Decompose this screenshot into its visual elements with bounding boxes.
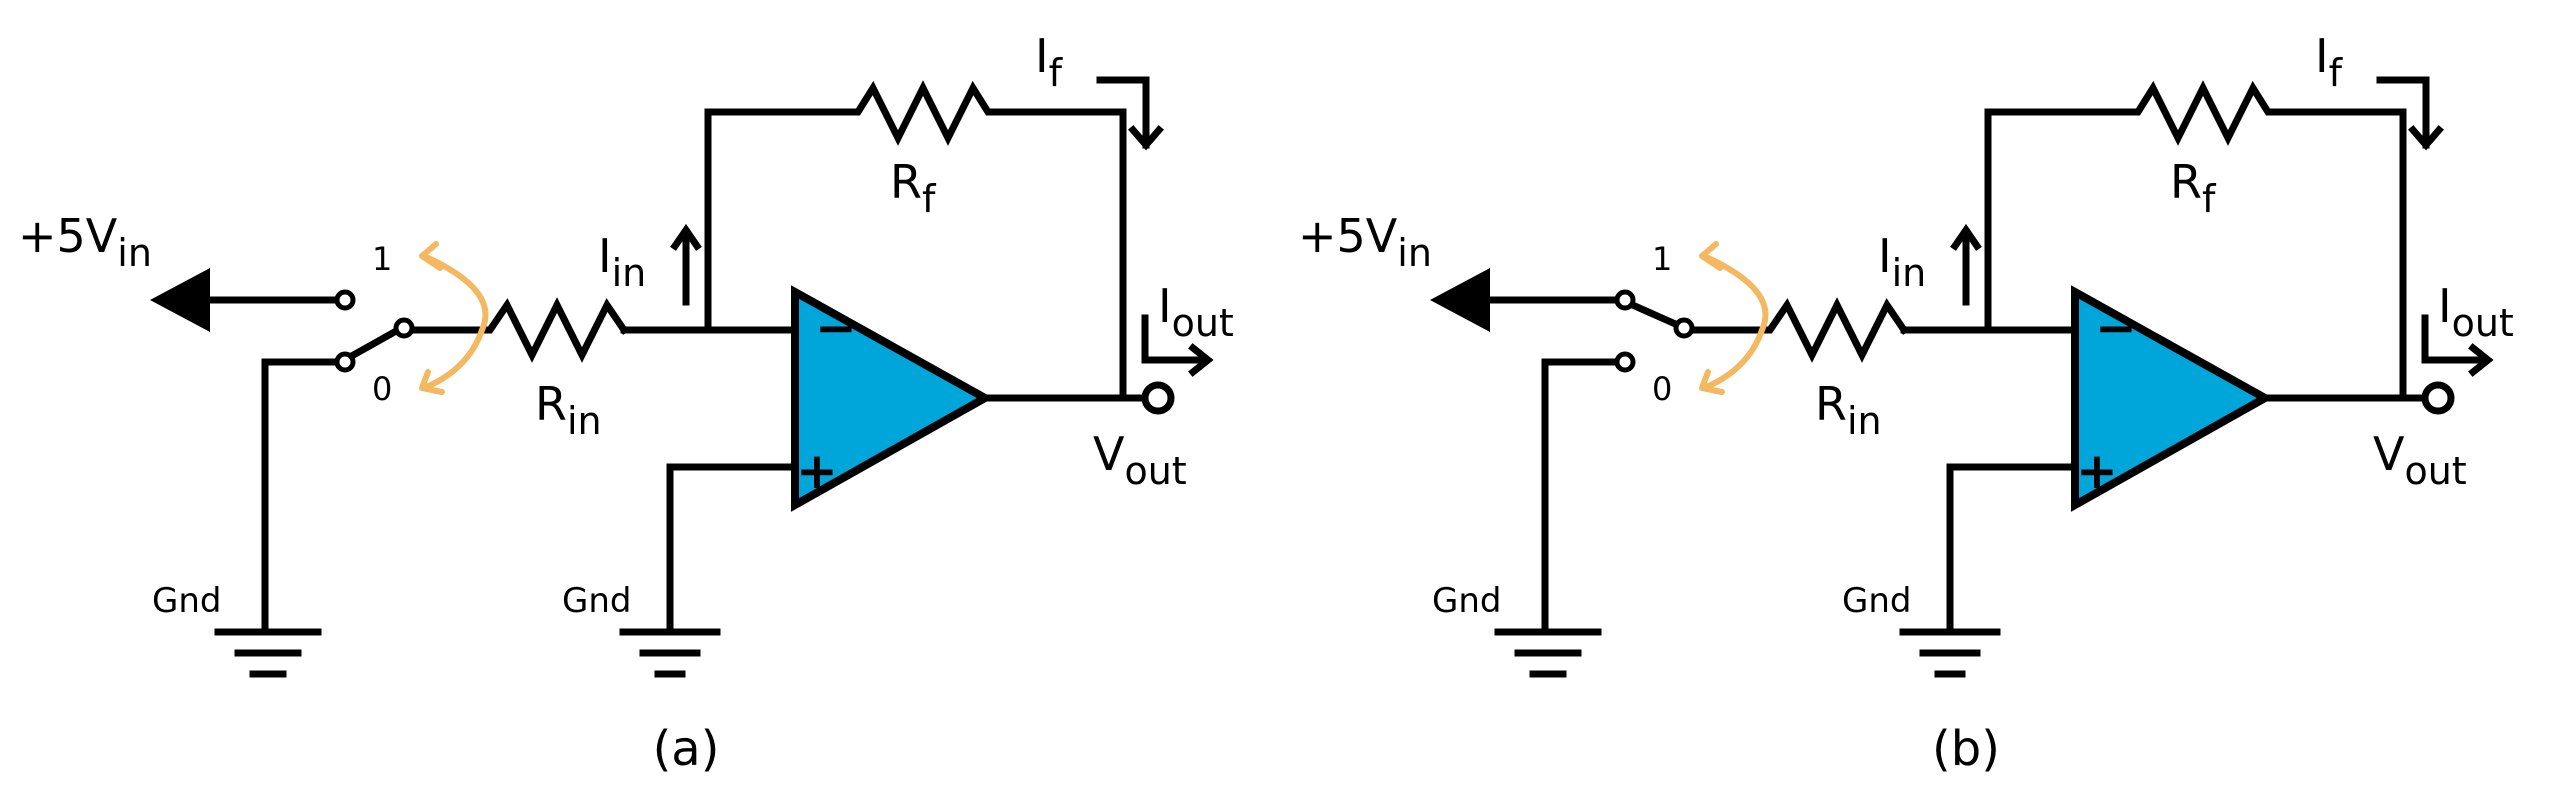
- noninverting-input-sign: +: [2076, 442, 2118, 500]
- iout-arrow-icon: [2468, 343, 2494, 377]
- op-amp: [2071, 285, 2274, 512]
- switch-terminal-0: [334, 351, 356, 373]
- vout-label: Vout: [2373, 427, 2467, 493]
- switch-ground-wire: [261, 358, 349, 636]
- noninverting-ground-label: Gnd: [1842, 581, 1911, 621]
- iin-label: Iin: [598, 229, 646, 295]
- switch-terminal-1: [334, 289, 356, 311]
- switch-position-1-label: 1: [1652, 240, 1672, 278]
- op-amp: [791, 285, 994, 512]
- noninverting-input-sign: +: [796, 442, 838, 500]
- inverting-input-sign: −: [815, 299, 857, 357]
- input-arrow-icon: [150, 268, 210, 332]
- if-label: If: [1035, 29, 1064, 95]
- rf-label: Rf: [2170, 155, 2217, 221]
- switch-ground-label: Gnd: [1432, 581, 1501, 621]
- rf-label: Rf: [890, 155, 937, 221]
- vin-label: +5Vin: [18, 209, 152, 275]
- rin-resistor: [1738, 297, 1909, 363]
- inverting-input-sign: −: [2095, 299, 2137, 357]
- if-arrow-shaft: [1096, 76, 1150, 149]
- rin-label: Rin: [1815, 377, 1882, 443]
- switch-ground-label: Gnd: [152, 581, 221, 621]
- switch-blade: [1623, 298, 1685, 331]
- switch-terminal-1: [1614, 289, 1636, 311]
- switch-blade: [343, 325, 403, 363]
- iout-arrow-icon: [1188, 343, 1214, 377]
- rin-resistor: [458, 297, 629, 363]
- switch-toggle-arrow-icon: [1699, 241, 1769, 395]
- vout-terminal: [2421, 381, 2455, 415]
- noninverting-ground-label: Gnd: [562, 581, 631, 621]
- vout-label: Vout: [1093, 427, 1187, 493]
- iin-arrow-icon: [1950, 223, 1982, 251]
- if-arrow-shaft: [2376, 76, 2430, 149]
- circuit-caption: (b): [1932, 721, 2000, 777]
- if-arrow-icon: [1128, 125, 1164, 151]
- switch-position-1-label: 1: [372, 240, 392, 278]
- input-arrow-icon: [1430, 268, 1490, 332]
- if-label: If: [2315, 29, 2344, 95]
- switch-common-terminal: [393, 317, 415, 339]
- feedback-path: [704, 80, 1127, 402]
- circuit-caption: (a): [653, 721, 720, 777]
- switch-common-terminal: [1673, 317, 1695, 339]
- iout-arrow-shaft: [1141, 314, 1209, 364]
- switch-position-0-label: 0: [372, 370, 392, 408]
- rin-label: Rin: [535, 377, 602, 443]
- feedback-path: [1984, 80, 2407, 402]
- iout-arrow-shaft: [2421, 314, 2489, 364]
- vout-terminal: [1141, 381, 1175, 415]
- switch-ground-wire: [1541, 358, 1629, 636]
- switch-toggle-arrow-icon: [419, 241, 489, 395]
- iout-label: Iout: [2438, 279, 2514, 345]
- iin-label: Iin: [1878, 229, 1926, 295]
- iin-arrow-icon: [670, 223, 702, 251]
- if-arrow-icon: [2408, 125, 2444, 151]
- noninverting-ground-wire: [1946, 463, 2079, 636]
- iout-label: Iout: [1158, 279, 1234, 345]
- switch-terminal-0: [1614, 351, 1636, 373]
- vin-label: +5Vin: [1298, 209, 1432, 275]
- switch-position-0-label: 0: [1652, 370, 1672, 408]
- noninverting-ground-wire: [666, 463, 799, 636]
